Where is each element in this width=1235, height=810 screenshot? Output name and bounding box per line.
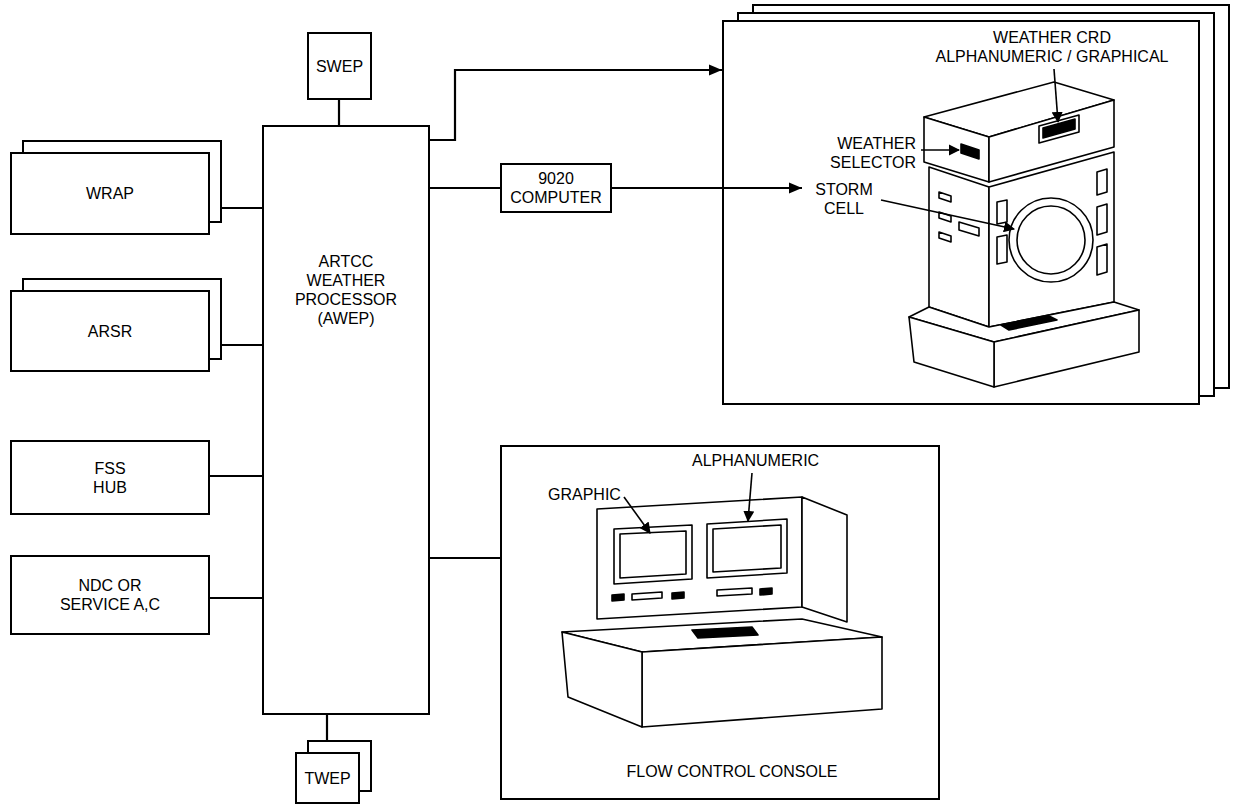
connector-line (326, 715, 328, 740)
source-box: NDC OR SERVICE A,C (10, 555, 210, 635)
label-wrap: TWEP (297, 754, 358, 802)
connector (612, 183, 802, 194)
connector-line (430, 557, 500, 559)
node-label: WEATHER CRD ALPHANUMERIC / GRAPHICAL (931, 28, 1173, 66)
source-box: ARSR (10, 290, 210, 372)
connector-line (222, 207, 262, 209)
connector-line (222, 344, 262, 346)
label-wrap: ARSR (12, 292, 208, 370)
node-label: FLOW CONTROL CONSOLE (602, 762, 862, 781)
connector (210, 598, 262, 599)
connector (222, 345, 262, 346)
node-label: STORM CELL (812, 180, 876, 218)
connector-line (430, 70, 722, 140)
label-wrap: 9020 COMPUTER (502, 165, 610, 211)
console-panel: GRAPHIC ALPHANUMERIC FLOW CONTROL CONSOLE (500, 445, 940, 800)
connector (430, 188, 500, 189)
connector-line (338, 100, 340, 125)
process-box: SWEP (307, 32, 372, 100)
node-label: ALPHANUMERIC (692, 451, 852, 470)
node-label: 9020 COMPUTER (508, 169, 604, 207)
connector-line (430, 187, 500, 189)
connector-line (612, 187, 802, 189)
connector (222, 208, 262, 209)
node-label: FSS HUB (85, 459, 135, 497)
process-box: TWEP (295, 752, 360, 804)
connector-line (210, 475, 262, 477)
source-box: WRAP (10, 152, 210, 235)
node-label: TWEP (304, 769, 350, 788)
label-wrap: FSS HUB (12, 442, 208, 513)
connector (430, 65, 722, 141)
node-label: WRAP (86, 184, 134, 203)
label-wrap: SWEP (309, 34, 370, 98)
connector-line (210, 597, 262, 599)
connector (210, 476, 262, 477)
source-box: FSS HUB (10, 440, 210, 515)
connector (327, 715, 328, 740)
computer-box: 9020 COMPUTER (500, 163, 612, 213)
node-label: ARTCC WEATHER PROCESSOR (AWEP) (290, 252, 402, 328)
node-label: ARSR (88, 322, 132, 341)
arrow-head (789, 183, 802, 194)
crd-console-illustration (724, 22, 1202, 407)
label-wrap: WRAP (12, 154, 208, 233)
label-wrap: NDC OR SERVICE A,C (12, 557, 208, 633)
connector (339, 100, 340, 125)
arrow-head (709, 65, 722, 76)
node-label: WEATHER SELECTOR (816, 134, 916, 172)
node-label: NDC OR SERVICE A,C (56, 576, 164, 614)
processor-box: ARTCC WEATHER PROCESSOR (AWEP) (262, 125, 430, 715)
node-label: GRAPHIC (548, 485, 648, 504)
node-label: SWEP (316, 57, 363, 76)
console-panel: WEATHER CRD ALPHANUMERIC / GRAPHICAL WEAT… (722, 20, 1200, 405)
connector (430, 558, 500, 559)
